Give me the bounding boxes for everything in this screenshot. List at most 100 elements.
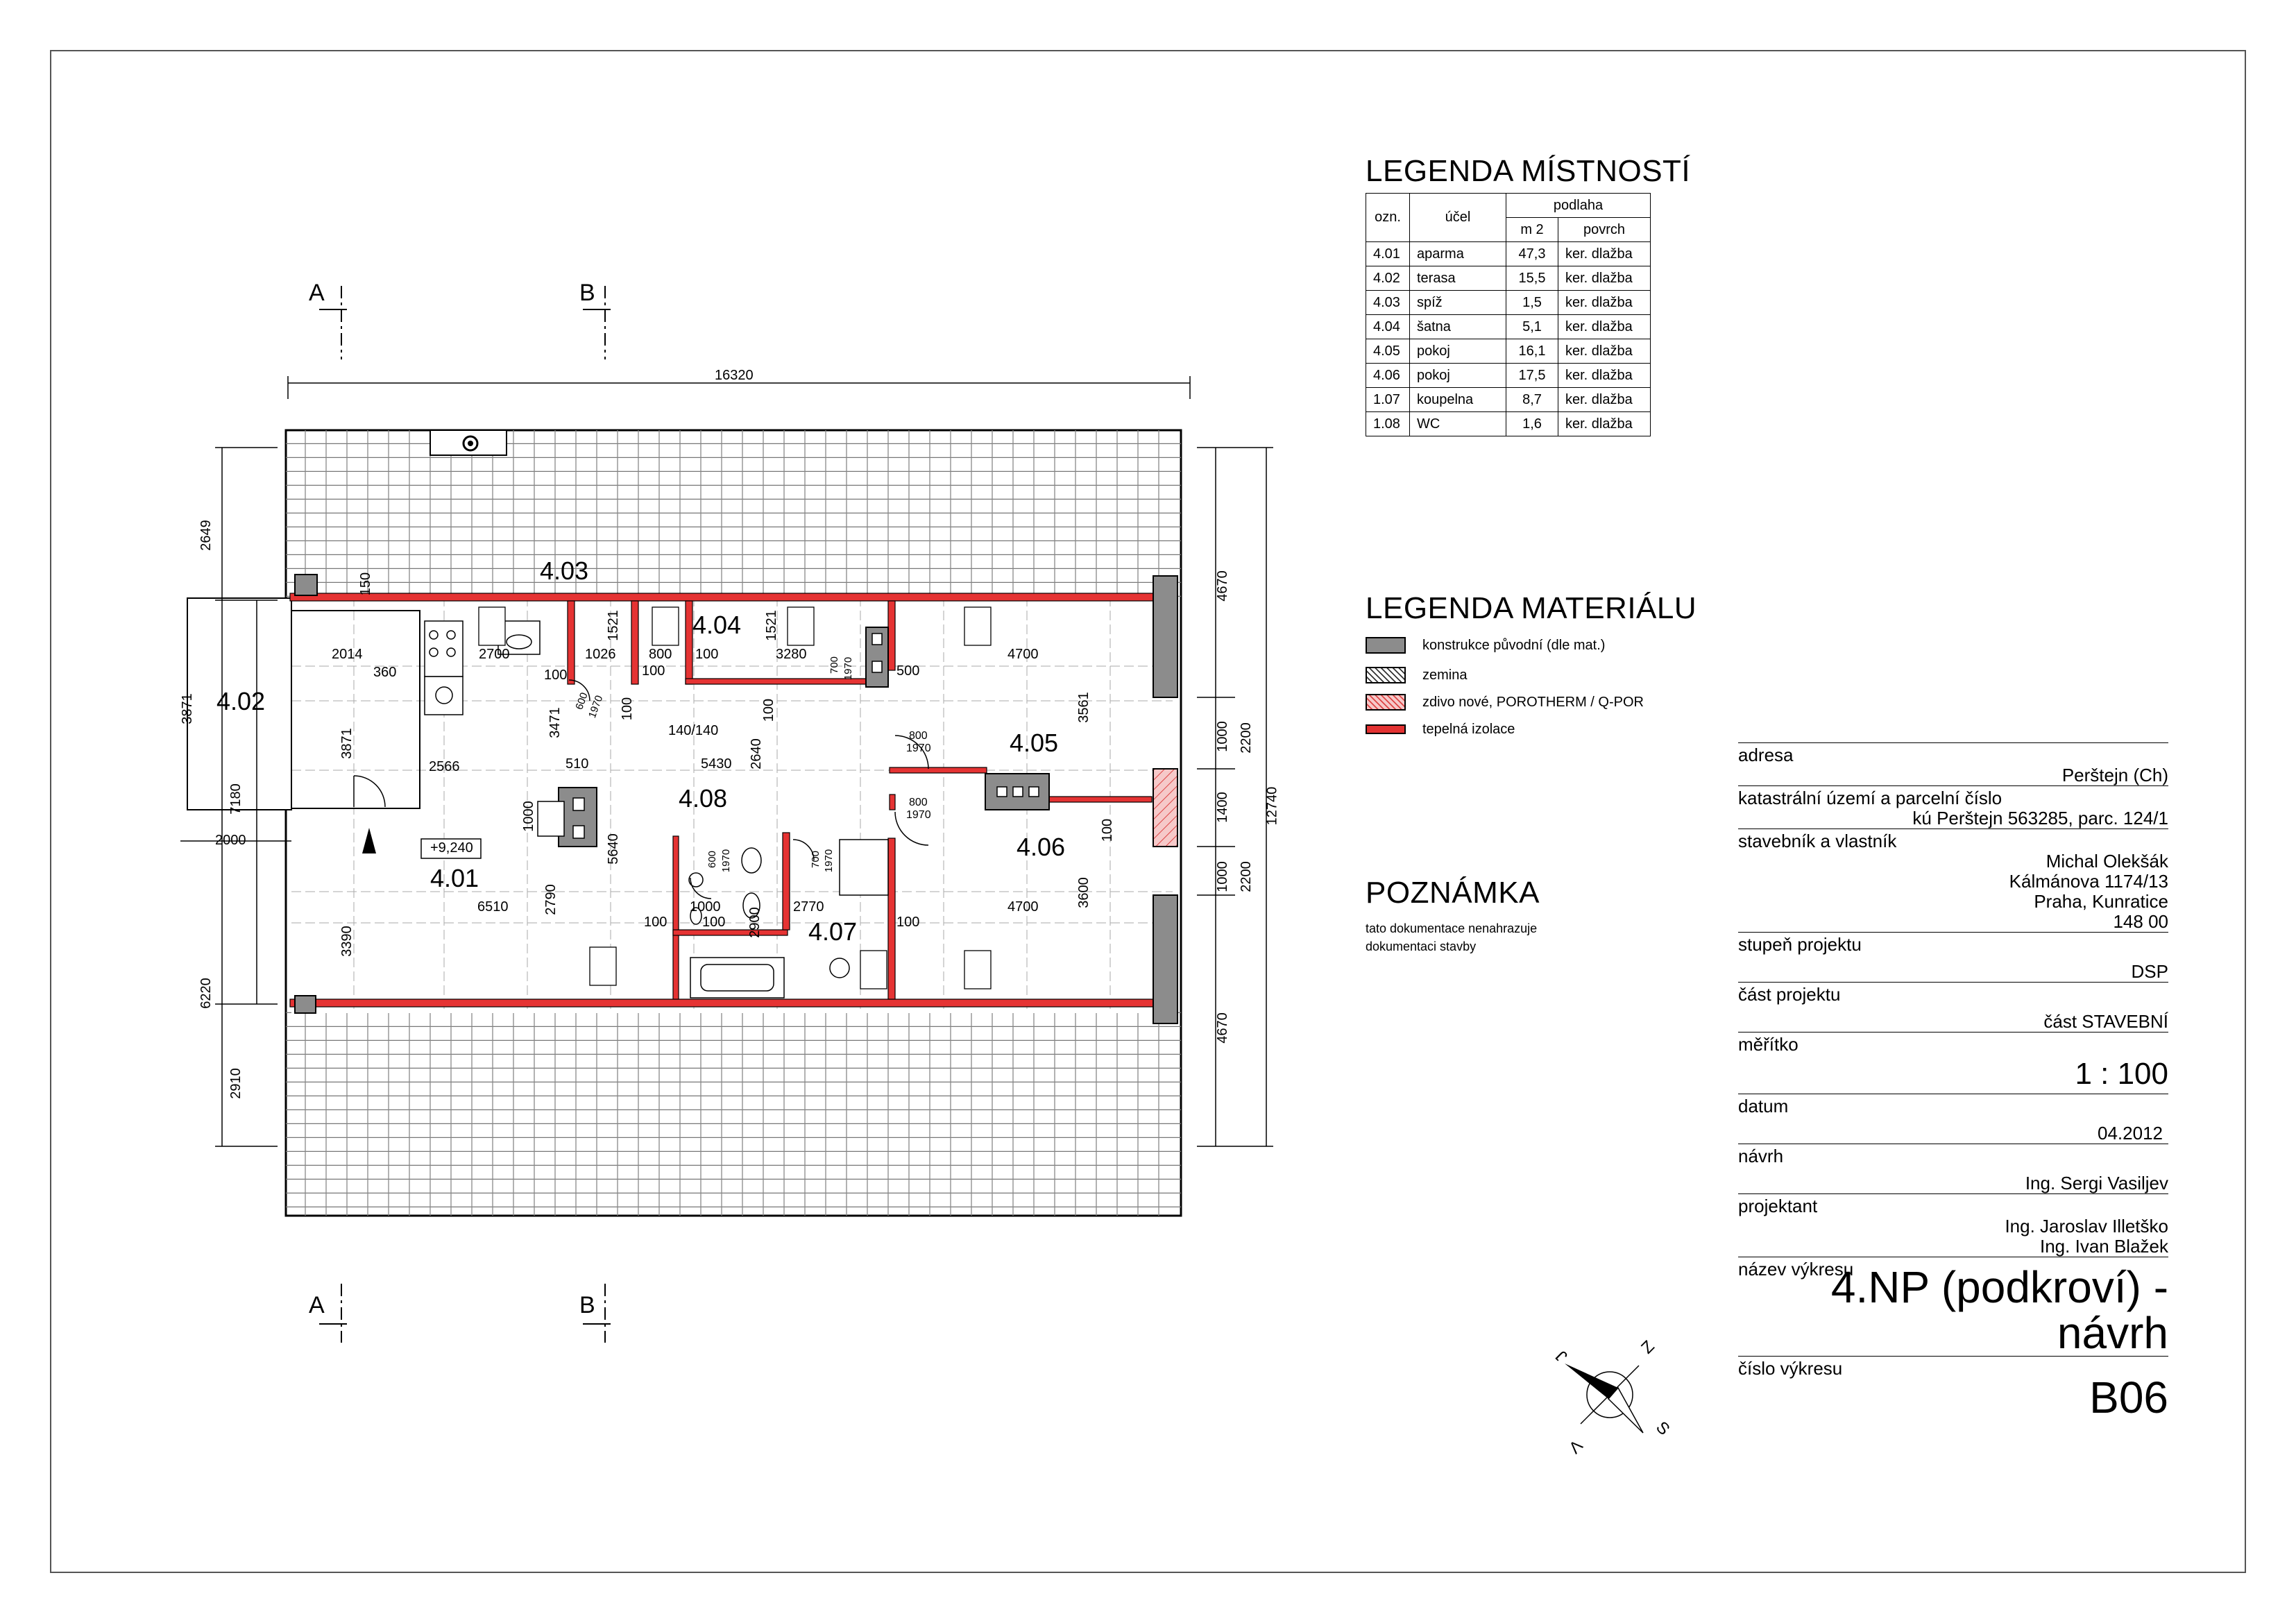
- tb-label: projektant: [1738, 1196, 1818, 1216]
- material-item: tepelná izolace: [1366, 719, 1515, 740]
- material-swatch-masonry: [1366, 694, 1406, 711]
- room-cell-povrch: ker. dlažba: [1558, 266, 1651, 291]
- tb-address: adresa Perštejn (Ch): [1738, 742, 2168, 785]
- drawing-frame: [50, 50, 2246, 1573]
- room-cell-m2: 17,5: [1506, 363, 1558, 388]
- title-block: adresa Perštejn (Ch) katastrální území a…: [1738, 742, 2168, 1420]
- room-cell-ucel: pokoj: [1409, 363, 1506, 388]
- material-label: tepelná izolace: [1422, 721, 1515, 737]
- tb-label: stupeň projektu: [1738, 934, 1862, 955]
- room-cell-povrch: ker. dlažba: [1558, 387, 1651, 412]
- roof-windows: [478, 606, 992, 989]
- compass-icon: [1565, 1363, 1644, 1434]
- material-item: zemina: [1366, 665, 1467, 686]
- room-cell-povrch: ker. dlažba: [1558, 339, 1651, 364]
- material-item: zdivo nové, POROTHERM / Q-POR: [1366, 692, 1644, 713]
- room-cell-m2: 15,5: [1506, 266, 1558, 291]
- tb-label: stavebník a vlastník: [1738, 831, 1897, 851]
- tb-value: Perštejn (Ch): [2061, 765, 2168, 785]
- room-cell-povrch: ker. dlažba: [1558, 290, 1651, 315]
- room-cell-m2: 5,1: [1506, 314, 1558, 339]
- room-cell-ozn: 4.05: [1366, 339, 1410, 364]
- tb-label: datum: [1738, 1096, 1789, 1116]
- room-cell-m2: 16,1: [1506, 339, 1558, 364]
- room-cell-ozn: 1.08: [1366, 411, 1410, 436]
- tb-value: Praha, Kunratice: [2034, 891, 2168, 912]
- room-cell-ozn: 4.03: [1366, 290, 1410, 315]
- tb-label: katastrální území a parcelní číslo: [1738, 788, 2002, 808]
- col-ozn: ozn.: [1366, 193, 1410, 242]
- tb-label: návrh: [1738, 1146, 1784, 1166]
- room-cell-povrch: ker. dlažba: [1558, 411, 1651, 436]
- tb-label: název výkresu: [1738, 1259, 1854, 1280]
- tb-owner: stavebník a vlastník Michal Olekšák Kálm…: [1738, 829, 2168, 932]
- tb-value: 1 : 100: [2075, 1057, 2168, 1091]
- tb-stage: stupeň projektu DSP: [1738, 932, 2168, 982]
- note-title: POZNÁMKA: [1366, 876, 1540, 910]
- tb-label: adresa: [1738, 745, 1794, 765]
- note-body: tato dokumentace nenahrazuje dokumentaci…: [1366, 919, 1537, 955]
- room-cell-ucel: aparma: [1409, 241, 1506, 266]
- section-markers: [319, 286, 611, 1343]
- room-cell-ucel: terasa: [1409, 266, 1506, 291]
- tb-value: část STAVEBNÍ: [2043, 1011, 2168, 1032]
- tb-design: návrh Ing. Sergi Vasiljev: [1738, 1144, 2168, 1193]
- material-label: konstrukce původní (dle mat.): [1422, 637, 1606, 653]
- fixtures: [424, 620, 889, 999]
- tb-drawing-number: číslo výkresu B06: [1738, 1356, 2168, 1420]
- material-swatch-soil: [1366, 667, 1406, 683]
- material-item: konstrukce původní (dle mat.): [1366, 635, 1605, 656]
- tb-date: datum 04.2012: [1738, 1094, 2168, 1144]
- tb-drawing-name: název výkresu 4.NP (podkroví) - návrh: [1738, 1257, 2168, 1356]
- room-cell-ucel: šatna: [1409, 314, 1506, 339]
- room-cell-ozn: 4.02: [1366, 266, 1410, 291]
- material-label: zemina: [1422, 667, 1468, 683]
- material-swatch-original: [1366, 637, 1406, 654]
- tb-value: 04.2012: [2098, 1123, 2163, 1144]
- tb-value: Ing. Jaroslav Illetško: [2005, 1216, 2168, 1237]
- room-cell-povrch: ker. dlažba: [1558, 314, 1651, 339]
- tb-value: DSP: [2131, 961, 2168, 982]
- original-walls: [294, 574, 1178, 1024]
- tb-value: Ing. Ivan Blažek: [2040, 1236, 2168, 1257]
- room-cell-ucel: WC: [1409, 411, 1506, 436]
- tb-value: Michal Olekšák: [2046, 851, 2168, 872]
- drawing-number: B06: [2089, 1373, 2168, 1422]
- note-line: dokumentaci stavby: [1366, 940, 1477, 953]
- tb-part: část projektu část STAVEBNÍ: [1738, 982, 2168, 1032]
- rooms-legend-title: LEGENDA MÍSTNOSTÍ: [1366, 154, 1691, 188]
- room-cell-m2: 47,3: [1506, 241, 1558, 266]
- dimension-lines: [180, 376, 1273, 1147]
- col-podlaha: podlaha: [1506, 193, 1651, 218]
- insulation-walls: [289, 593, 1162, 1008]
- tb-label: část projektu: [1738, 984, 1841, 1005]
- room-cell-povrch: ker. dlažba: [1558, 241, 1651, 266]
- tb-value: kú Perštejn 563285, parc. 124/1: [1912, 808, 2168, 829]
- room-cell-ucel: pokoj: [1409, 339, 1506, 364]
- tb-designer: projektant Ing. Jaroslav Illetško Ing. I…: [1738, 1193, 2168, 1257]
- material-legend-title: LEGENDA MATERIÁLU: [1366, 591, 1697, 625]
- tb-scale: měřítko 1 : 100: [1738, 1032, 2168, 1094]
- roof: [284, 429, 1182, 1217]
- room-cell-m2: 1,5: [1506, 290, 1558, 315]
- room-cell-ucel: koupelna: [1409, 387, 1506, 412]
- tb-value: Ing. Sergi Vasiljev: [2025, 1173, 2168, 1193]
- room-cell-povrch: ker. dlažba: [1558, 363, 1651, 388]
- tb-cadastre: katastrální území a parcelní číslo kú Pe…: [1738, 785, 2168, 829]
- room-cell-ucel: spíž: [1409, 290, 1506, 315]
- tb-value: Kálmánova 1174/13: [2009, 871, 2168, 892]
- material-label: zdivo nové, POROTHERM / Q-POR: [1422, 694, 1644, 710]
- terrace: [187, 597, 292, 810]
- note-line: tato dokumentace nenahrazuje: [1366, 921, 1538, 935]
- material-swatch-insulation: [1366, 724, 1406, 734]
- new-masonry: [1153, 768, 1178, 847]
- stair-arrow-icon: [362, 828, 376, 853]
- door-swings: [353, 679, 929, 899]
- tb-label: číslo výkresu: [1738, 1358, 1843, 1379]
